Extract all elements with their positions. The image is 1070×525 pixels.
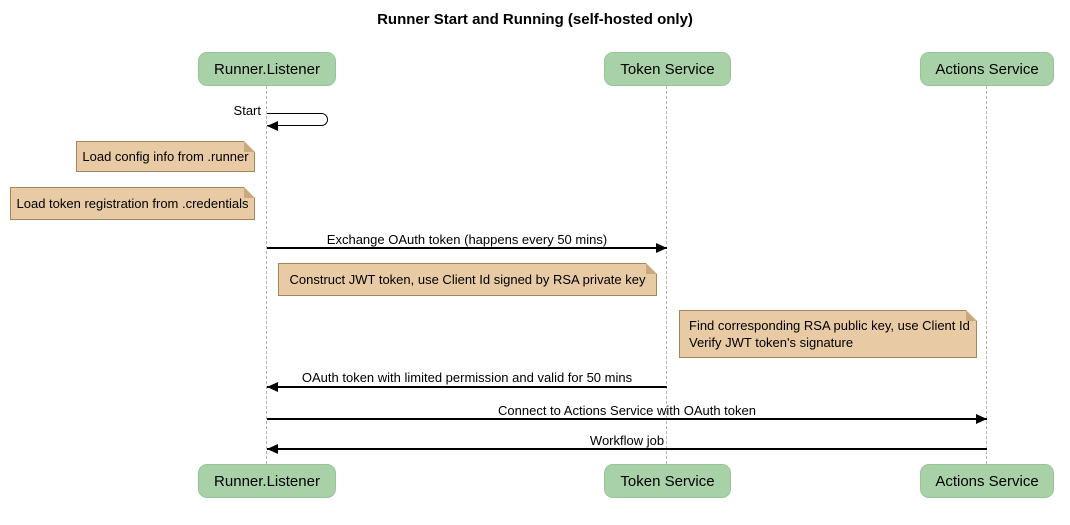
note-find-rsa: Find corresponding RSA public key, use C… xyxy=(679,310,977,358)
arrowhead-right-icon xyxy=(976,414,987,424)
lifeline-token-service xyxy=(666,86,667,464)
arrowhead-left-icon xyxy=(267,382,278,392)
message-exchange-oauth-line xyxy=(267,247,667,249)
participant-token-service-bottom: Token Service xyxy=(604,464,731,498)
note-text: Load config info from .runner xyxy=(82,149,249,164)
participant-actions-service-top: Actions Service xyxy=(920,52,1054,86)
diagram-title: Runner Start and Running (self-hosted on… xyxy=(377,11,693,28)
note-load-config: Load config info from .runner xyxy=(76,141,255,172)
participant-runner-listener-top: Runner.Listener xyxy=(198,52,336,86)
note-line-1: Find corresponding RSA public key, use C… xyxy=(689,318,970,333)
message-connect-actions-label: Connect to Actions Service with OAuth to… xyxy=(498,403,756,418)
arrowhead-left-icon xyxy=(267,121,278,131)
note-fold-icon xyxy=(244,187,255,198)
participant-token-service-top: Token Service xyxy=(604,52,731,86)
arrowhead-left-icon xyxy=(267,444,278,454)
message-oauth-return-label: OAuth token with limited permission and … xyxy=(301,370,633,385)
lifeline-actions-service xyxy=(986,86,987,464)
arrowhead-right-icon xyxy=(656,243,667,253)
message-workflow-job-line xyxy=(267,448,987,450)
note-text: Load token registration from .credential… xyxy=(16,196,249,211)
participant-actions-service-bottom: Actions Service xyxy=(920,464,1054,498)
lifeline-runner-listener xyxy=(266,86,267,464)
note-text: Construct JWT token, use Client Id signe… xyxy=(289,272,646,287)
message-start-label: Start xyxy=(233,103,261,118)
note-text: Find corresponding RSA public key, use C… xyxy=(689,317,970,351)
note-fold-icon xyxy=(244,141,255,152)
message-exchange-oauth-label: Exchange OAuth token (happens every 50 m… xyxy=(326,232,608,247)
message-workflow-job-label: Workflow job xyxy=(589,433,665,448)
message-connect-actions-line xyxy=(267,418,987,420)
message-oauth-return-line xyxy=(267,386,667,388)
note-line-2: Verify JWT token's signature xyxy=(689,335,854,350)
note-construct-jwt: Construct JWT token, use Client Id signe… xyxy=(278,263,657,296)
self-message-loop xyxy=(267,113,328,126)
note-fold-icon xyxy=(966,310,977,321)
note-fold-icon xyxy=(646,263,657,274)
note-load-token-registration: Load token registration from .credential… xyxy=(10,187,255,220)
participant-runner-listener-bottom: Runner.Listener xyxy=(198,464,336,498)
